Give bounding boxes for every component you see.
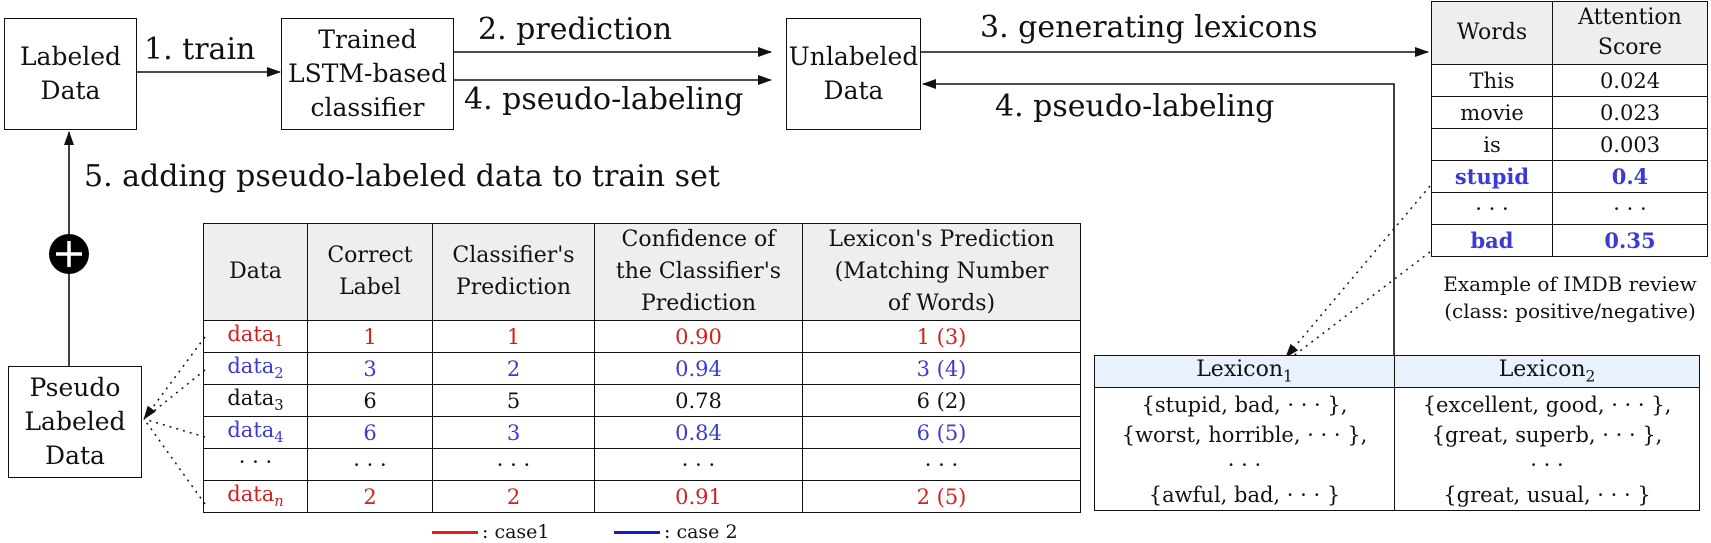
cell-correct-label: 2 [307, 480, 433, 513]
legend-case2-label: : case 2 [664, 521, 738, 543]
cell-classifier-prediction: 2 [432, 352, 595, 385]
step-train-label: 1. train [144, 32, 256, 67]
cell-lexicon-prediction: · · · [802, 448, 1081, 481]
attention-word: bad [1431, 224, 1553, 257]
cell-classifier-prediction: 5 [432, 384, 595, 417]
cell-confidence: 0.84 [594, 416, 803, 449]
step-adding-label: 5. adding pseudo-labeled data to train s… [84, 159, 720, 194]
cell-lexicon-prediction: 3 (4) [802, 352, 1081, 385]
cell-confidence: · · · [594, 448, 803, 481]
attention-score: 0.4 [1552, 160, 1708, 193]
attention-word: · · · [1431, 192, 1553, 225]
step-prediction-label: 2. prediction [478, 12, 673, 47]
cell-classifier-prediction: 1 [432, 320, 595, 353]
lexicon1-words: {stupid, bad, · · · }, {worst, horrible,… [1094, 387, 1395, 511]
lexicon1-header: Lexicon1 [1094, 355, 1395, 388]
unlabeled-data-box: Unlabeled Data [786, 18, 921, 130]
cell-lexicon-prediction: 2 (5) [802, 480, 1081, 513]
legend-case1-label: : case1 [482, 521, 550, 543]
cell-classifier-prediction: · · · [432, 448, 595, 481]
cell-data: data1 [203, 320, 308, 353]
attention-header-score: Attention Score [1552, 1, 1708, 65]
cell-correct-label: 1 [307, 320, 433, 353]
attention-row: · · ·· · · [1431, 192, 1708, 225]
dotted-link-bad [1291, 251, 1431, 358]
legend-case2-swatch [614, 530, 660, 534]
cell-data: data2 [203, 352, 308, 385]
cell-classifier-prediction: 3 [432, 416, 595, 449]
legend-case2: : case 2 [614, 521, 738, 543]
lexicon2-words: {excellent, good, · · · }, {great, super… [1394, 387, 1700, 511]
legend-case1: : case1 [432, 521, 550, 543]
cell-lexicon-prediction: 1 (3) [802, 320, 1081, 353]
attention-word: movie [1431, 96, 1553, 129]
table-row: · · ·· · ·· · ·· · ·· · · [203, 448, 1081, 481]
header-confidence: Confidence of the Classifier's Predictio… [594, 223, 803, 321]
cell-correct-label: 6 [307, 384, 433, 417]
cell-data: datan [203, 480, 308, 513]
cell-confidence: 0.91 [594, 480, 803, 513]
lexicon2-header: Lexicon2 [1394, 355, 1700, 388]
cell-correct-label: · · · [307, 448, 433, 481]
dotted-link-rown [143, 418, 206, 505]
dotted-link-row1 [143, 336, 206, 420]
attention-word: stupid [1431, 160, 1553, 193]
pseudo-label-table: Data Correct Label Classifier's Predicti… [203, 223, 1081, 513]
attention-score: 0.023 [1552, 96, 1708, 129]
attention-score: · · · [1552, 192, 1708, 225]
cell-classifier-prediction: 2 [432, 480, 595, 513]
cell-lexicon-prediction: 6 (5) [802, 416, 1081, 449]
attention-word: This [1431, 64, 1553, 97]
lexicon-table: Lexicon1 Lexicon2 {stupid, bad, · · · },… [1094, 355, 1700, 511]
cell-correct-label: 3 [307, 352, 433, 385]
attention-caption: Example of IMDB review (class: positive/… [1443, 272, 1697, 323]
attention-header-words: Words [1431, 1, 1553, 65]
step-pseudo-labeling-right-label: 4. pseudo-labeling [995, 89, 1275, 124]
cell-confidence: 0.78 [594, 384, 803, 417]
trained-classifier-box: Trained LSTM-based classifier [281, 18, 454, 130]
dotted-link-stupid [1285, 185, 1431, 358]
attention-score: 0.35 [1552, 224, 1708, 257]
header-classifier-prediction: Classifier's Prediction [432, 223, 595, 321]
attention-score: 0.024 [1552, 64, 1708, 97]
step-pseudo-labeling-left-label: 4. pseudo-labeling [464, 82, 744, 117]
cell-data: data3 [203, 384, 308, 417]
cell-data: · · · [203, 448, 308, 481]
dotted-link-row4 [143, 418, 206, 438]
header-data: Data [203, 223, 308, 321]
labeled-data-box: Labeled Data [4, 18, 137, 130]
attention-score: 0.003 [1552, 128, 1708, 161]
cell-confidence: 0.94 [594, 352, 803, 385]
pseudo-labeled-data-box: Pseudo Labeled Data [8, 366, 142, 478]
attention-word: is [1431, 128, 1553, 161]
header-correct-label: Correct Label [307, 223, 433, 321]
cell-correct-label: 6 [307, 416, 433, 449]
cell-confidence: 0.90 [594, 320, 803, 353]
cell-data: data4 [203, 416, 308, 449]
step-generating-lexicons-label: 3. generating lexicons [980, 10, 1318, 45]
cell-lexicon-prediction: 6 (2) [802, 384, 1081, 417]
header-lexicon-prediction: Lexicon's Prediction (Matching Number of… [802, 223, 1081, 321]
legend-case1-swatch [432, 530, 478, 534]
arrow-pseudo-labeling-right [922, 79, 1395, 355]
